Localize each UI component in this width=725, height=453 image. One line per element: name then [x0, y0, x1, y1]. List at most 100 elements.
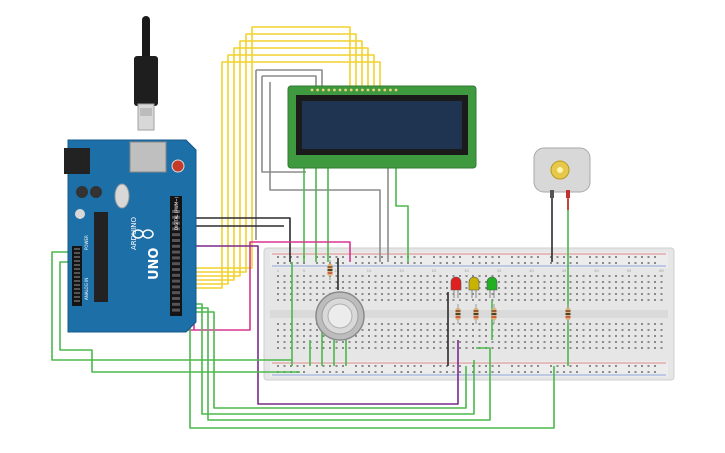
- breadboard-hole: [407, 281, 409, 283]
- breadboard-hole: [654, 299, 656, 301]
- breadboard-hole: [446, 347, 448, 349]
- breadboard-hole: [582, 341, 585, 343]
- breadboard-rail-hole: [355, 256, 357, 258]
- breadboard-hole: [595, 299, 598, 301]
- breadboard-hole: [498, 287, 500, 289]
- breadboard-hole: [283, 299, 286, 301]
- breadboard-rail-hole: [641, 262, 643, 264]
- breadboard-hole: [595, 347, 598, 349]
- breadboard-hole: [316, 275, 318, 277]
- breadboard-hole: [563, 281, 565, 283]
- breadboard-hole: [641, 299, 643, 301]
- breadboard-rail-hole: [394, 371, 396, 373]
- breadboard-hole: [589, 299, 591, 301]
- breadboard-rail-hole: [420, 256, 422, 258]
- breadboard-rail-hole: [329, 256, 331, 258]
- breadboard-hole: [602, 347, 604, 349]
- breadboard-rail-hole: [446, 262, 448, 264]
- breadboard-rail-hole: [550, 365, 552, 367]
- breadboard-hole: [563, 275, 565, 277]
- breadboard-hole: [647, 281, 650, 283]
- lcd-pin: [316, 88, 319, 92]
- arduino-digital-pin: [172, 291, 180, 295]
- breadboard-hole: [290, 335, 292, 337]
- resistor: [327, 260, 333, 280]
- breadboard-hole: [628, 323, 630, 325]
- breadboard-hole: [654, 293, 656, 295]
- breadboard-rail-hole: [316, 256, 318, 258]
- breadboard-hole: [595, 275, 598, 277]
- breadboard-hole: [628, 335, 630, 337]
- breadboard-hole: [290, 293, 292, 295]
- breadboard-hole: [407, 335, 409, 337]
- breadboard-hole: [426, 293, 429, 295]
- wire-yellow-4: [186, 40, 363, 277]
- breadboard-hole: [511, 341, 513, 343]
- breadboard-rail-hole: [420, 371, 422, 373]
- breadboard-hole: [290, 275, 292, 277]
- breadboard-hole: [582, 323, 585, 325]
- breadboard-rail-hole: [303, 371, 305, 373]
- breadboard-rail-hole: [491, 262, 494, 264]
- breadboard-hole: [524, 323, 526, 325]
- breadboard-hole: [654, 323, 656, 325]
- breadboard-hole: [459, 299, 461, 301]
- breadboard-hole: [355, 281, 357, 283]
- breadboard-hole: [452, 323, 455, 325]
- breadboard-hole: [303, 275, 305, 277]
- breadboard-hole: [407, 287, 409, 289]
- breadboard-hole: [439, 281, 442, 283]
- arduino-analog-pin: [74, 252, 80, 254]
- breadboard-hole: [407, 323, 409, 325]
- breadboard-rail-hole: [459, 262, 461, 264]
- breadboard-hole: [576, 287, 578, 289]
- breadboard-hole: [660, 335, 663, 337]
- breadboard-hole: [296, 275, 299, 277]
- breadboard-hole: [485, 341, 487, 343]
- breadboard-rail-hole: [478, 371, 481, 373]
- breadboard-hole: [543, 281, 546, 283]
- breadboard-hole: [290, 287, 292, 289]
- breadboard-hole: [316, 347, 318, 349]
- breadboard-hole: [459, 275, 461, 277]
- wire-grey-3: [269, 82, 381, 262]
- dc-motor: [533, 147, 591, 198]
- breadboard-hole: [342, 275, 344, 277]
- breadboard-rail-hole: [290, 262, 292, 264]
- breadboard-hole: [433, 341, 435, 343]
- led: [468, 276, 480, 298]
- breadboard-hole: [381, 347, 383, 349]
- breadboard-hole: [381, 341, 383, 343]
- breadboard-hole: [582, 335, 585, 337]
- arduino-digital-pin: [172, 227, 180, 231]
- breadboard-hole: [517, 287, 520, 289]
- breadboard-hole: [498, 329, 500, 331]
- breadboard-hole: [420, 323, 422, 325]
- breadboard-hole: [400, 287, 403, 289]
- breadboard-hole: [413, 287, 416, 289]
- breadboard-rail-hole: [511, 371, 513, 373]
- breadboard-rail-hole: [647, 262, 650, 264]
- breadboard-hole: [517, 281, 520, 283]
- breadboard-hole: [394, 287, 396, 289]
- breadboard-hole: [524, 341, 526, 343]
- breadboard-hole: [634, 287, 637, 289]
- breadboard-hole: [647, 341, 650, 343]
- breadboard-hole: [472, 275, 474, 277]
- breadboard-hole: [524, 281, 526, 283]
- breadboard-hole: [322, 287, 325, 289]
- breadboard-rail-hole: [368, 365, 370, 367]
- breadboard-hole: [543, 287, 546, 289]
- breadboard-rail-hole: [498, 371, 500, 373]
- gas-sensor: [315, 291, 365, 341]
- breadboard-rail-hole: [452, 256, 455, 258]
- breadboard-rail-hole: [524, 371, 526, 373]
- breadboard-rail-hole: [322, 262, 325, 264]
- breadboard-hole: [303, 329, 305, 331]
- breadboard-rail-hole: [316, 365, 318, 367]
- arduino-digital-pin: [172, 302, 180, 306]
- breadboard-hole: [309, 287, 312, 289]
- breadboard-rail-hole: [595, 371, 598, 373]
- breadboard-rail-hole: [381, 262, 383, 264]
- breadboard-hole: [498, 341, 500, 343]
